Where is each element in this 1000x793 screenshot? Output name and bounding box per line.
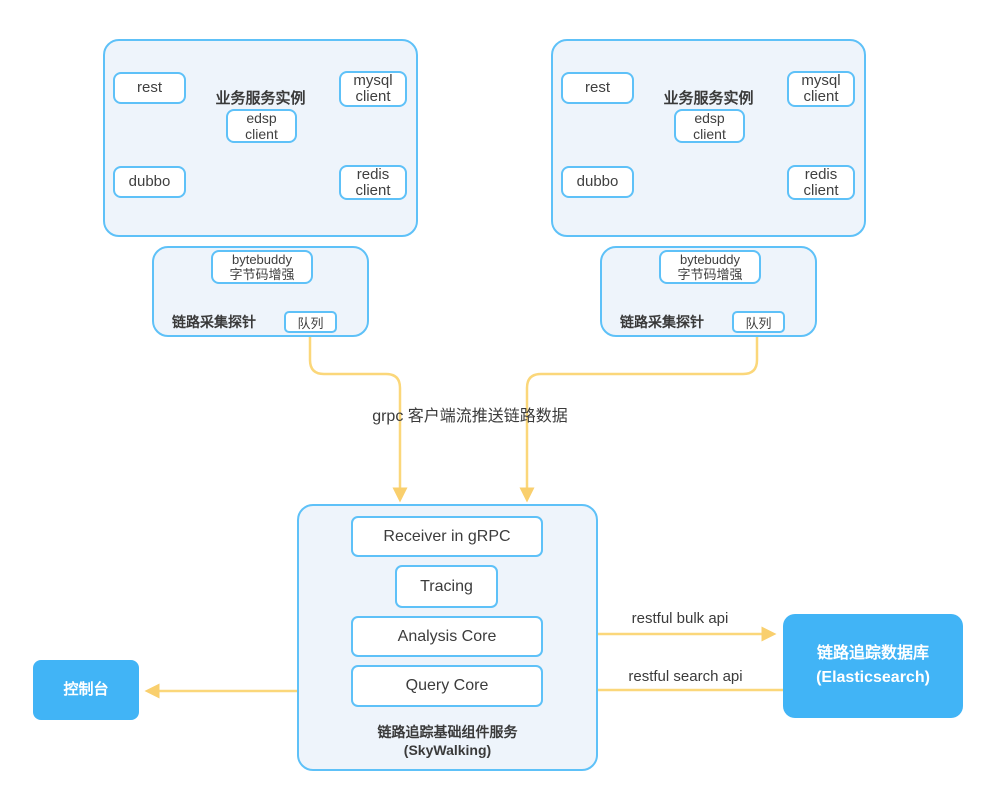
service-group-left: 业务服务实例 rest mysql client edsp client dub… <box>103 39 418 339</box>
node-mysql-client: mysql client <box>339 71 407 107</box>
console-box: 控制台 <box>33 660 139 720</box>
node-edsp-client: edsp client <box>674 109 745 143</box>
node-bytebuddy: bytebuddy 字节码增强 <box>659 250 761 284</box>
node-dubbo: dubbo <box>113 166 186 198</box>
service-group-right-title: 业务服务实例 <box>663 90 754 107</box>
node-mysql-client: mysql client <box>787 71 855 107</box>
node-redis-client: redis client <box>787 165 855 200</box>
storage-elasticsearch-box: 链路追踪数据库 (Elasticsearch) <box>783 614 963 718</box>
node-queue: 队列 <box>284 311 337 333</box>
node-analysis-core: Analysis Core <box>351 616 543 657</box>
node-query-core: Query Core <box>351 665 543 707</box>
service-group-right: 业务服务实例 rest mysql client edsp client dub… <box>551 39 866 339</box>
service-group-left-title: 业务服务实例 <box>215 90 306 107</box>
bulk-api-label: restful bulk api <box>631 610 729 627</box>
node-bytebuddy: bytebuddy 字节码增强 <box>211 250 313 284</box>
node-rest: rest <box>113 72 186 104</box>
node-receiver-grpc: Receiver in gRPC <box>351 516 543 557</box>
search-api-label: restful search api <box>628 668 743 685</box>
probe-left-label: 链路采集探针 <box>172 314 256 330</box>
skywalking-caption: 链路追踪基础组件服务 (SkyWalking) <box>377 724 518 758</box>
node-edsp-client: edsp client <box>226 109 297 143</box>
node-redis-client: redis client <box>339 165 407 200</box>
grpc-stream-label: grpc 客户端流推送链路数据 <box>372 408 568 425</box>
node-rest: rest <box>561 72 634 104</box>
probe-right-label: 链路采集探针 <box>620 314 704 330</box>
skywalking-service: Receiver in gRPC Tracing Analysis Core Q… <box>297 504 598 771</box>
node-dubbo: dubbo <box>561 166 634 198</box>
node-queue: 队列 <box>732 311 785 333</box>
node-tracing: Tracing <box>395 565 498 608</box>
